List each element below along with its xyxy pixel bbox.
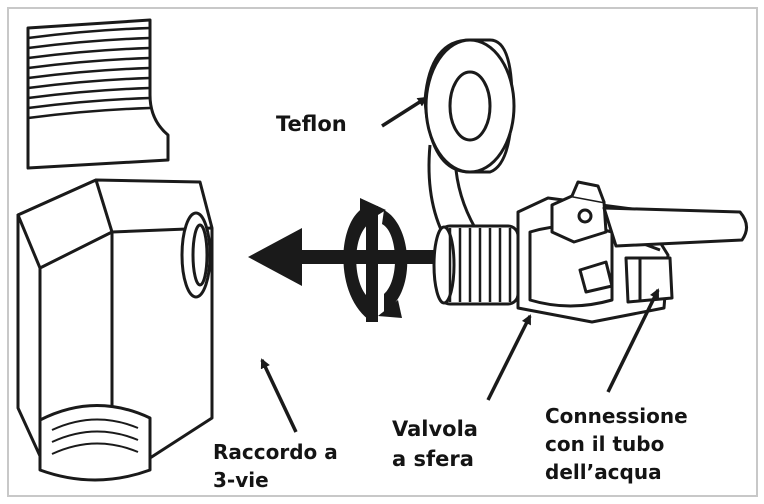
three-way-fitting-label-line2: 3-vie (213, 468, 269, 492)
teflon-pointer (381, 96, 428, 128)
water-connection-label: Connessione con il tubo dell’acqua (545, 402, 688, 486)
frame-border (7, 7, 758, 497)
rotation-icon (343, 198, 408, 322)
ball-valve-label-line2: a sfera (392, 447, 474, 471)
water-connection-label-line2: con il tubo (545, 432, 665, 456)
teflon-label: Teflon (276, 112, 347, 136)
direction-arrow (248, 228, 438, 286)
valve-thread-lines (448, 228, 512, 302)
teflon-label-text: Teflon (276, 112, 347, 136)
pointer-arrows (260, 96, 660, 433)
ball-valve-label-line1: Valvola (392, 417, 478, 441)
ball-valve (432, 180, 748, 324)
ball-valve-label: Valvola a sfera (392, 414, 478, 474)
valvola-pointer (486, 314, 532, 401)
water-connection-label-line1: Connessione (545, 404, 688, 428)
connessione-pointer (606, 288, 660, 393)
raccordo-pointer (260, 358, 298, 433)
thread-lines (27, 26, 151, 120)
three-way-fitting-label-line1: Raccordo a (213, 440, 338, 464)
three-way-fitting (16, 18, 214, 482)
water-connection-label-line3: dell’acqua (545, 460, 662, 484)
teflon-tape-roll (423, 38, 516, 239)
three-way-fitting-label: Raccordo a 3-vie (213, 438, 338, 494)
